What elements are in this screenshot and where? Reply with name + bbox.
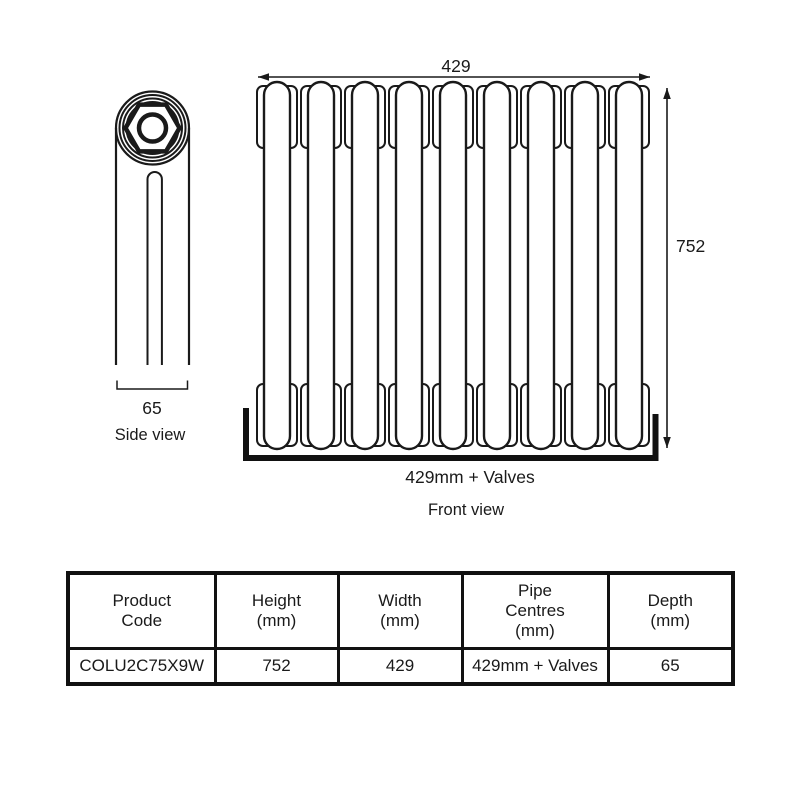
- radiator-section: [475, 80, 519, 451]
- header-pipe-centres: Pipe Centres (mm): [460, 571, 610, 650]
- boss-ring-outer: [114, 90, 191, 166]
- height-dim-label: 752: [676, 236, 705, 256]
- value-depth: 65: [606, 647, 735, 686]
- front-view-drawing: 429 752 429mm + Valves Front view: [243, 56, 705, 519]
- arrow-up-icon: [663, 88, 671, 99]
- value-product-code: COLU2C75X9W: [66, 647, 217, 686]
- radiator-section: [563, 80, 607, 451]
- header-product-code: Product Code: [66, 571, 217, 650]
- value-width: 429: [336, 647, 464, 686]
- side-view-label: Side view: [115, 426, 186, 444]
- header-width: Width (mm): [336, 571, 464, 650]
- arrow-left-icon: [258, 73, 269, 81]
- width-dimension: 429: [258, 56, 650, 81]
- arrow-down-icon: [663, 437, 671, 448]
- pipe-centres-label: 429mm + Valves: [405, 467, 535, 487]
- front-view-label: Front view: [428, 501, 504, 519]
- radiator-section: [519, 80, 563, 451]
- spec-table-header-row: Product Code Height (mm) Width (mm) Pipe…: [66, 571, 735, 650]
- header-depth: Depth (mm): [606, 571, 735, 650]
- width-dim-label: 429: [441, 56, 470, 76]
- radiator-section: [387, 80, 431, 451]
- spec-table-container: Product Code Height (mm) Width (mm) Pipe…: [66, 571, 735, 686]
- height-dimension: 752: [663, 88, 705, 448]
- radiator-section: [431, 80, 475, 451]
- value-height: 752: [213, 647, 340, 686]
- spec-table-data-row: COLU2C75X9W 752 429 429mm + Valves 65: [66, 647, 735, 686]
- pipe-centres-dimension: 429mm + Valves: [243, 408, 659, 487]
- depth-dim-label: 65: [142, 398, 161, 418]
- side-slot: [146, 171, 163, 365]
- spec-table: Product Code Height (mm) Width (mm) Pipe…: [66, 571, 735, 686]
- side-view-drawing: 65 Side view: [114, 90, 191, 444]
- boss-ring-2: [118, 94, 187, 162]
- front-view-sections: [255, 80, 651, 451]
- radiator-section: [607, 80, 651, 451]
- arrow-right-icon: [639, 73, 650, 81]
- bushing-bore: [136, 112, 169, 144]
- value-pipe-centres: 429mm + Valves: [460, 647, 610, 686]
- pipe-centres-bracket: [243, 408, 659, 461]
- header-height: Height (mm): [213, 571, 340, 650]
- radiator-diagram: 65 Side view 429 752: [114, 56, 706, 519]
- depth-dim-bracket: [116, 380, 189, 390]
- radiator-section: [343, 80, 387, 451]
- radiator-section: [299, 80, 343, 451]
- radiator-section: [255, 80, 299, 451]
